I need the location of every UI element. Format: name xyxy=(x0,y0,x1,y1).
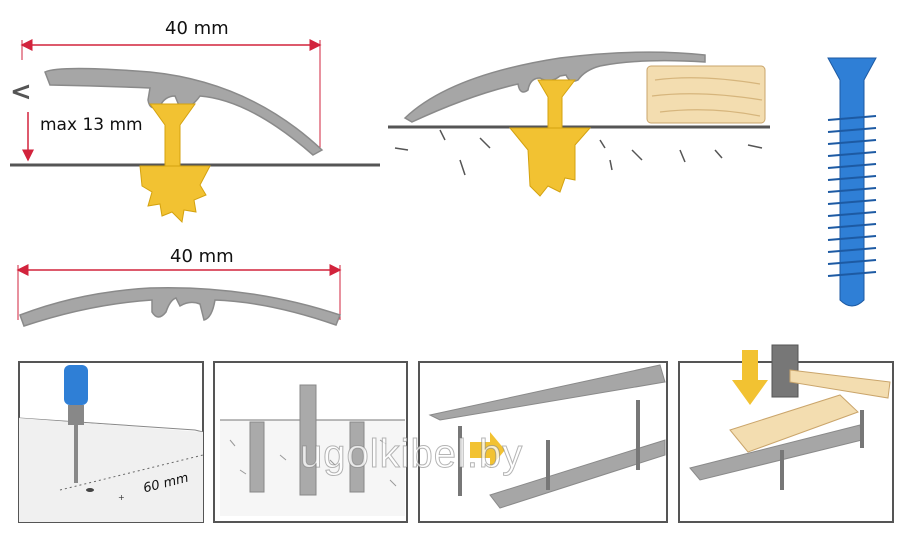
profile-section-middle xyxy=(16,264,342,327)
drill-icon xyxy=(64,365,88,483)
hammer-icon xyxy=(771,344,891,399)
arrow-icon xyxy=(470,432,505,468)
screw-icon xyxy=(458,400,640,496)
svg-text:+: + xyxy=(118,493,125,502)
screw-icon xyxy=(139,103,211,224)
width-label-bottom: 40 mm xyxy=(170,246,234,267)
step-panel-4 xyxy=(678,344,894,523)
arrow-icon xyxy=(732,350,768,405)
step-panel-1: + xyxy=(18,361,204,523)
height-label: max 13 mm xyxy=(40,115,143,135)
watermark: ugolkibel.by xyxy=(299,432,524,477)
profile-section-top-middle xyxy=(388,51,770,197)
step-panel-2 xyxy=(213,361,408,523)
step-panel-3 xyxy=(418,361,668,523)
width-label-top: 40 mm xyxy=(165,18,229,39)
screw-icon xyxy=(508,79,592,197)
less-than-icon: < xyxy=(10,77,32,107)
dowel-icon xyxy=(827,57,877,307)
profile-section-top-left: < xyxy=(10,39,380,224)
